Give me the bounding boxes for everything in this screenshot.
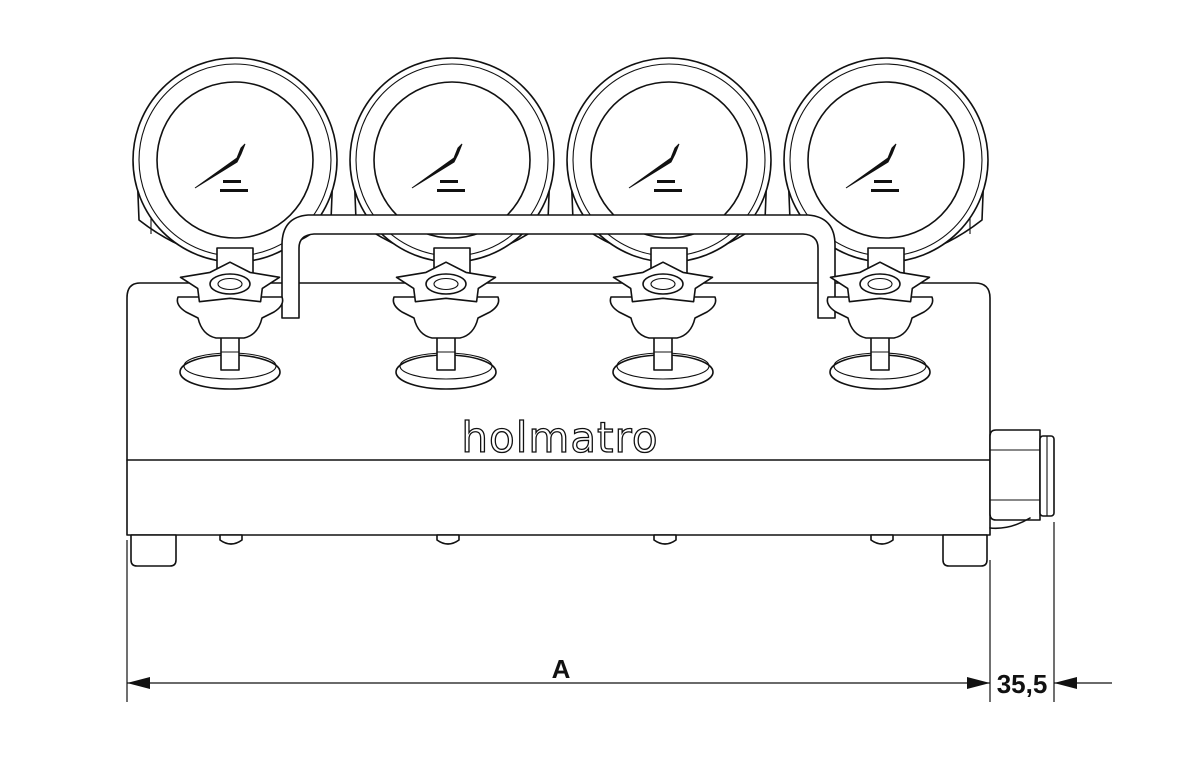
pressure-gauge	[132, 57, 338, 289]
shutoff-valve	[392, 261, 500, 390]
dimension-arrow-offset	[1054, 677, 1077, 689]
pressure-gauge	[566, 57, 772, 289]
shutoff-valve	[826, 261, 934, 390]
gauge-needle	[194, 143, 246, 189]
shutoff-valve	[609, 261, 717, 390]
gauge-group	[132, 57, 989, 289]
bottom-port	[219, 534, 243, 545]
bottom-port	[653, 534, 677, 545]
manifold-body	[126, 282, 991, 567]
pressure-gauge	[783, 57, 989, 289]
valve-knob	[176, 296, 284, 339]
dimension-arrow-right	[967, 677, 990, 689]
bottom-port	[436, 534, 460, 545]
gauge-needle	[845, 143, 897, 189]
dimension-offset: 35,5	[997, 522, 1112, 702]
bottom-port	[870, 534, 894, 545]
dimension-width: A	[126, 540, 991, 702]
left-foot	[130, 534, 177, 567]
pressure-gauge	[349, 57, 555, 289]
shutoff-valve	[176, 261, 284, 390]
valve-group	[176, 261, 934, 390]
dimension-label-a: A	[552, 654, 571, 684]
valve-knob	[392, 296, 500, 339]
valve-knob	[826, 296, 934, 339]
gauge-needle	[628, 143, 680, 189]
side-connector	[989, 429, 1055, 530]
dimension-arrow-left	[127, 677, 150, 689]
brand-text: holmatro	[461, 413, 658, 462]
dimension-label-offset: 35,5	[997, 669, 1048, 699]
carry-handle	[281, 214, 836, 319]
gauge-needle	[411, 143, 463, 189]
valve-knob	[609, 296, 717, 339]
right-foot	[942, 534, 988, 567]
